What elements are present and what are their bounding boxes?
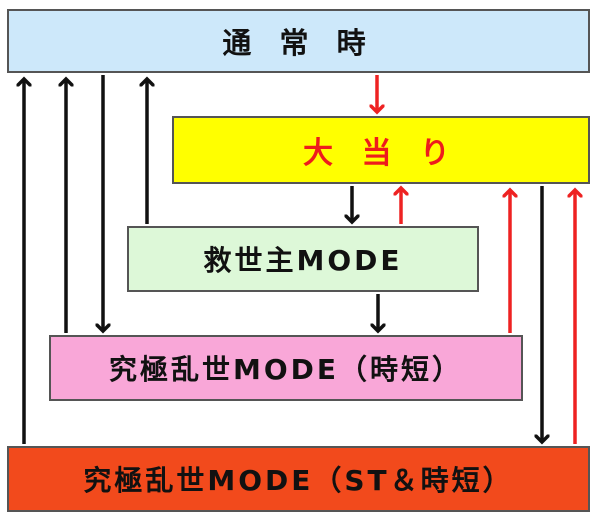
node-savior-mode-label: 救世主MODE xyxy=(203,244,403,277)
node-kyoku-ranse-st-jitan: 究極乱世MODE（ST＆時短） xyxy=(7,446,590,512)
node-kyoku-ranse-jitan: 究極乱世MODE（時短） xyxy=(49,335,523,401)
node-savior-mode: 救世主MODE xyxy=(127,226,479,292)
node-normal-label: 通 常 時 xyxy=(222,26,375,60)
node-kyoku-ranse-st-jitan-label: 究極乱世MODE（ST＆時短） xyxy=(83,464,514,497)
node-kyoku-ranse-jitan-label: 究極乱世MODE（時短） xyxy=(108,353,464,386)
node-jackpot-label: 大 当 り xyxy=(303,136,459,171)
node-jackpot: 大 当 り xyxy=(172,116,590,184)
node-normal: 通 常 時 xyxy=(7,9,590,73)
